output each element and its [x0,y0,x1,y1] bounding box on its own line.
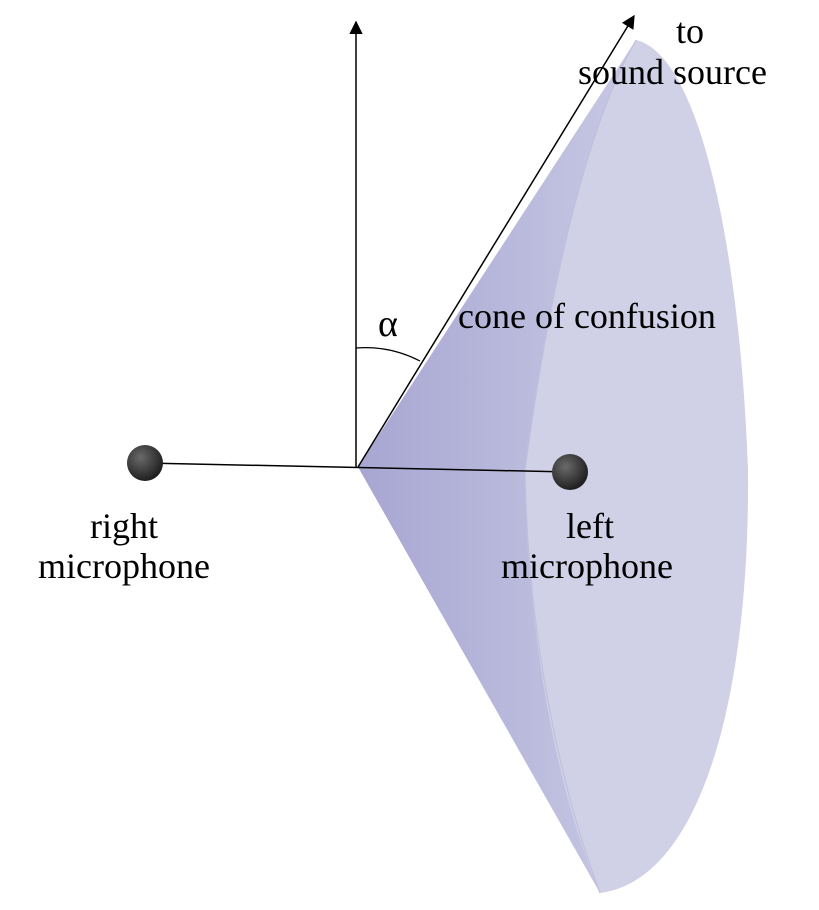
label-left-microphone-line1: left [566,506,614,546]
label-to: to [676,11,704,51]
right-microphone-dot [127,445,163,481]
label-left-microphone-line2: microphone [501,546,673,586]
label-cone-of-confusion: cone of confusion [458,296,716,336]
label-right-microphone-line1: right [90,506,158,546]
sound-source-direction-arrow [357,14,635,468]
label-sound-source: sound source [578,52,767,92]
label-alpha: α [378,303,398,345]
left-microphone-dot [552,454,588,490]
cone-side-surface [358,40,636,893]
microphone-baseline [144,462,571,473]
cone-base-disc [525,40,749,893]
alpha-angle-arc [355,347,421,362]
cone-base-edge [524,39,637,894]
label-right-microphone-line2: microphone [38,546,210,586]
